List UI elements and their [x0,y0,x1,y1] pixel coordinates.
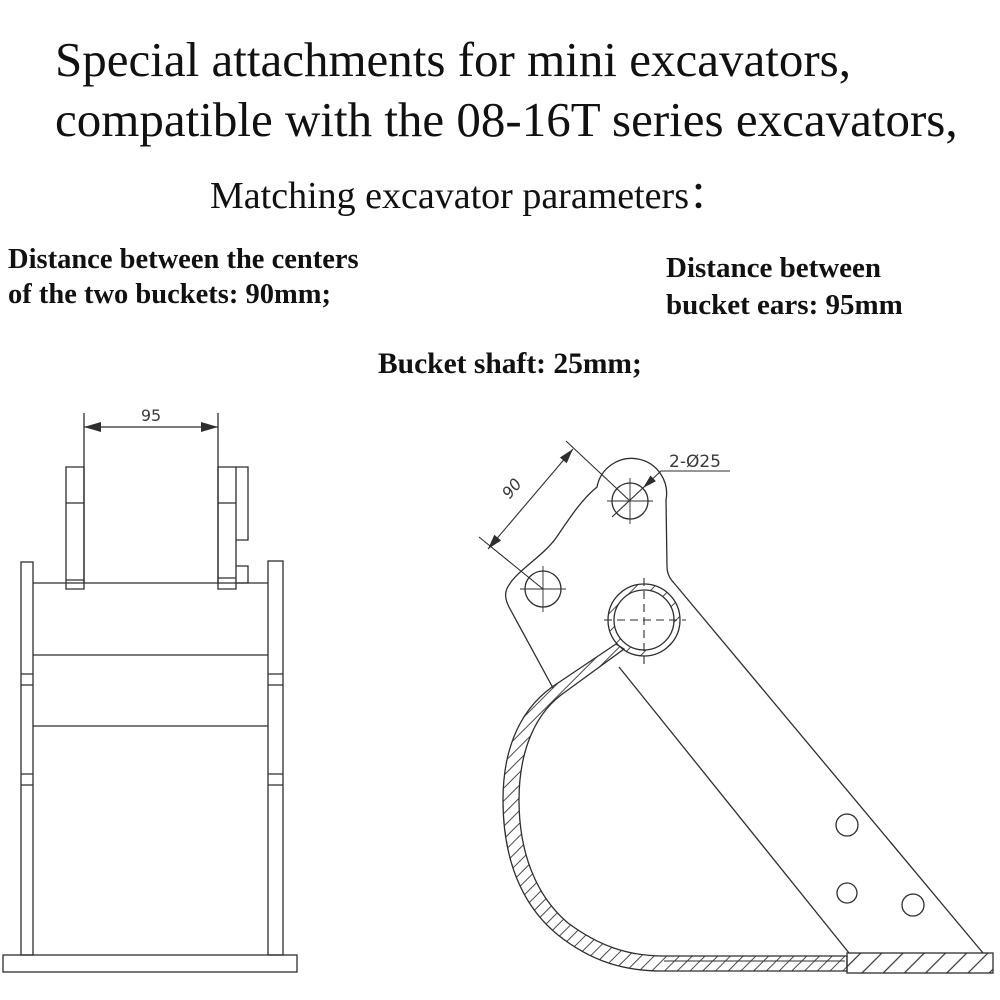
side-hanger-plate [504,457,675,689]
front-side-plate-ticks [21,673,283,786]
side-hole-callout-label: 2-Ø25 [669,452,721,472]
front-cutting-edge [2,954,298,973]
spec-bucket-centers: Distance between the centers of the two … [8,242,359,312]
subtitle: Matching excavator parameters： [210,175,727,217]
side-dim-arrow-top [559,449,573,464]
front-dim-label: 95 [141,406,161,425]
side-leader-arrow [643,475,656,488]
side-shell-section [502,643,848,972]
side-bolt-hole-1 [835,813,859,837]
spec-bucket-ears-line2: bucket ears: 95mm [666,289,903,321]
front-left-ear [65,466,85,590]
side-dim-extension-lines [478,440,631,590]
side-dim-arrow-bottom [488,534,502,549]
page-title: Special attachments for mini excavators,… [55,30,958,150]
front-body-seam-lines [33,654,268,727]
side-boss-centerlines [604,578,686,664]
front-dim-arrow-right [201,422,218,432]
side-dim-line [487,448,574,550]
side-cutting-edge [846,952,994,974]
title-line-1: Special attachments for mini excavators, [55,32,851,87]
spec-bucket-ears: Distance between bucket ears: 95mm [666,250,903,324]
side-bolt-hole-2 [836,882,858,904]
title-line-2: compatible with the 08-16T series excava… [55,92,958,147]
side-leader-line [611,470,730,518]
side-dim-label: 90 [498,475,526,503]
front-dim-extension-lines [83,413,219,583]
front-right-outer-plate [236,466,249,584]
bucket-front-view-drawing: 95 [2,406,298,973]
side-plate-inner-edge [618,666,850,954]
side-plate-top-edge [673,582,984,954]
spec-bucket-shaft: Bucket shaft: 25mm; [378,348,642,380]
front-dim-arrow-left [84,422,101,432]
side-bolt-hole-3 [901,893,925,917]
bucket-side-view-drawing: 90 2-Ø25 [478,440,994,974]
front-right-side-plate [267,560,284,956]
front-left-side-plate [20,561,34,956]
front-right-ear [217,466,237,590]
spec-bucket-centers-line1: Distance between the centers [8,244,359,275]
spec-bucket-ears-line1: Distance between [666,252,882,284]
spec-bucket-centers-line2: of the two buckets: 90mm; [8,279,331,310]
